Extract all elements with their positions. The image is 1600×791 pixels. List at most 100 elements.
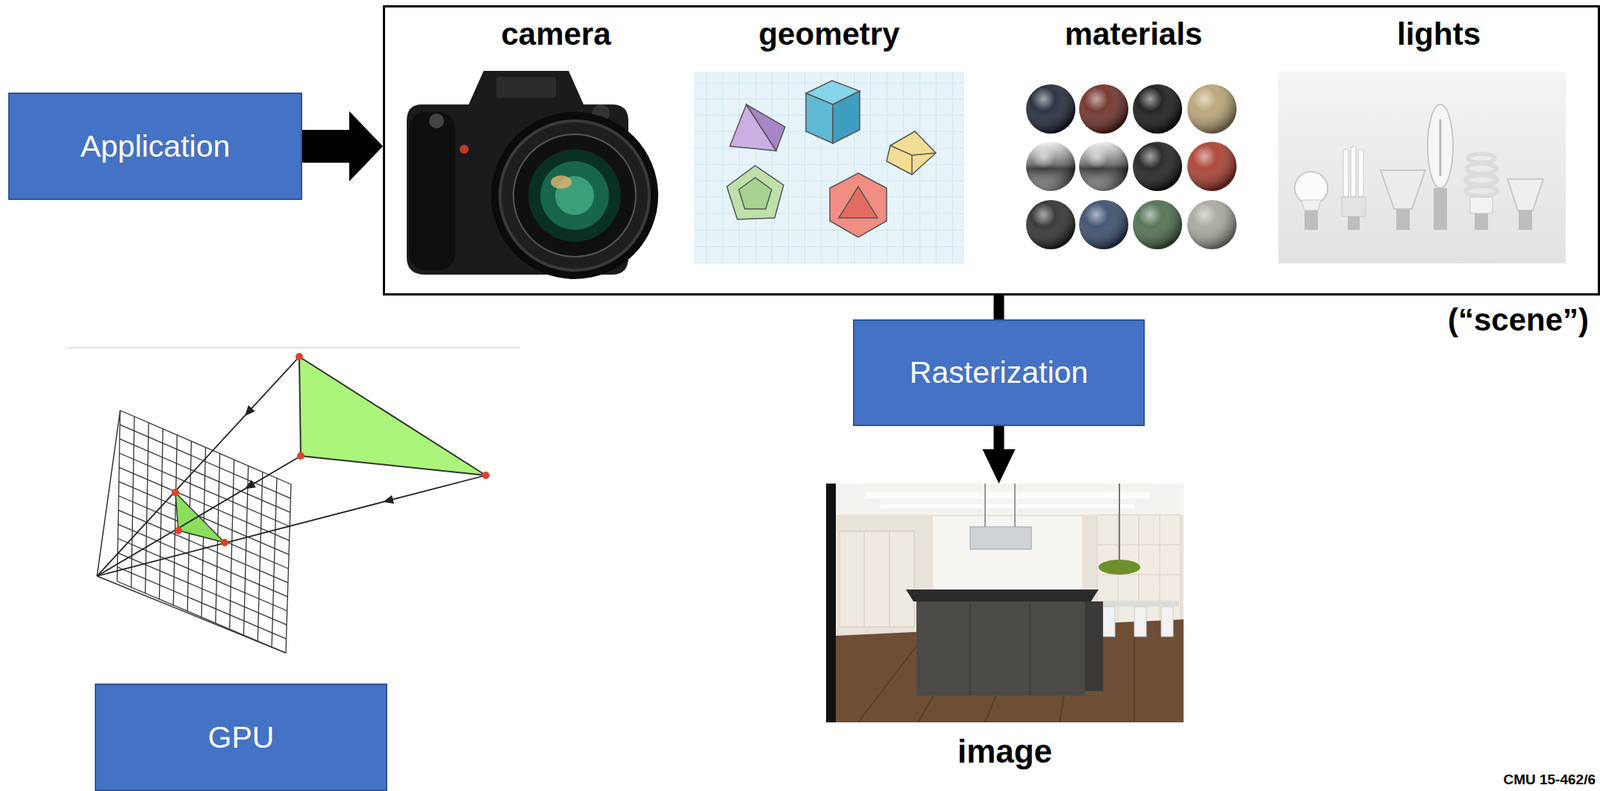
light-bulbs (1350, 146, 1356, 198)
material-spheres (1026, 200, 1076, 250)
geometry-picture (886, 131, 936, 175)
rendered-kitchen-image (970, 526, 1032, 550)
rendered-kitchen-image (1085, 601, 1103, 692)
rendered-kitchen-image (916, 601, 1086, 696)
material-spheres (1132, 84, 1183, 134)
geometry-picture (832, 91, 860, 144)
projection-figure (66, 347, 521, 349)
geometry-picture (694, 71, 965, 264)
projection-rays (244, 405, 256, 416)
camera-photo (500, 120, 650, 271)
rendered-kitchen-image (1133, 623, 1136, 723)
projection-figure (66, 347, 521, 653)
camera-photo (513, 134, 636, 257)
material-spheres (1132, 141, 1183, 192)
material-spheres (1079, 141, 1129, 192)
rendered-kitchen-image (984, 483, 986, 529)
rendered-kitchen-image (880, 504, 1135, 509)
flow-arrow (982, 426, 1016, 484)
image-plane-grid (271, 478, 277, 648)
geometry-picture (726, 165, 784, 220)
rendered-kitchen-image (826, 483, 1184, 723)
material-spheres (1026, 200, 1076, 250)
light-bulbs (1427, 104, 1453, 189)
heading: materials (1064, 16, 1203, 53)
image-plane-grid (117, 410, 292, 653)
light-bulbs (1433, 188, 1448, 230)
projection-rays (97, 455, 301, 577)
projection-rays (295, 352, 303, 361)
rendered-kitchen-image (1029, 601, 1031, 696)
geometry-picture (746, 104, 786, 151)
geometry-picture (829, 173, 887, 238)
light-bulbs (1278, 71, 1566, 264)
rendered-kitchen-image (1097, 600, 1180, 607)
material-spheres (1026, 84, 1076, 134)
camera-photo (408, 111, 456, 271)
light-bulbs (1465, 185, 1498, 197)
rendered-kitchen-image (1098, 559, 1141, 575)
rendered-kitchen-image (864, 531, 865, 627)
light-bulbs (1347, 216, 1360, 230)
material-spheres (1132, 200, 1183, 250)
projection-rays (382, 494, 395, 504)
camera-photo (459, 144, 469, 154)
material-spheres (1187, 141, 1237, 192)
camera-photo (429, 113, 445, 129)
light-bulbs (1304, 210, 1318, 230)
rendered-kitchen-image (1097, 574, 1181, 576)
image-plane-grid (229, 459, 235, 630)
geometry-picture (838, 186, 878, 218)
material-spheres (1187, 141, 1237, 192)
rendered-kitchen-image (826, 483, 1184, 723)
material-spheres (1132, 200, 1183, 250)
rendered-kitchen-image (889, 531, 891, 627)
heading: (“scene”) (1447, 302, 1589, 339)
rendered-kitchen-image (1014, 483, 1016, 529)
box-label: Rasterization (909, 355, 1089, 391)
light-bulbs (1358, 149, 1364, 198)
flow-arrow (302, 111, 383, 182)
light-bulbs (1343, 149, 1349, 198)
material-spheres (1187, 84, 1237, 134)
material-spheres (1079, 84, 1129, 134)
material-spheres (1079, 141, 1129, 192)
projection-rays (97, 410, 121, 577)
light-bulbs (1474, 213, 1489, 230)
projection-rays (97, 352, 490, 653)
projection-rays (297, 452, 305, 460)
light-bulbs (1507, 179, 1544, 211)
scene-component-panel: geometry (694, 7, 965, 284)
material-spheres (1026, 84, 1076, 134)
material-spheres (1026, 84, 1237, 250)
camera-photo (528, 149, 621, 242)
material-spheres (1079, 200, 1129, 250)
camera-photo (550, 175, 572, 189)
projection-figure (175, 492, 225, 543)
light-bulbs (1301, 200, 1321, 211)
footer-note: CMU 15-462/6 (1502, 771, 1596, 789)
projection-rays (97, 356, 300, 577)
rendered-kitchen-image (858, 634, 926, 723)
image-plane-grid (117, 567, 286, 639)
process-box: Application (8, 92, 303, 200)
rendered-kitchen-image (826, 483, 836, 723)
material-spheres (1026, 141, 1076, 192)
light-bulbs (1278, 71, 1566, 264)
process-box: GPU (94, 683, 388, 791)
geometry-picture (911, 155, 913, 175)
material-spheres (1026, 141, 1076, 192)
geometry-picture (738, 177, 772, 209)
projection-rays (174, 526, 183, 535)
scene-component-panel: lights (1285, 7, 1592, 284)
material-spheres (1079, 84, 1129, 134)
light-bulbs (1396, 208, 1410, 230)
rendered-kitchen-image (1118, 483, 1121, 562)
image-caption: image (957, 732, 1053, 771)
scene-component-panel: materials (1025, 7, 1242, 284)
camera-photo (491, 111, 659, 280)
material-spheres (1187, 200, 1237, 250)
material-spheres (1187, 84, 1237, 134)
geometry-picture (694, 71, 965, 264)
